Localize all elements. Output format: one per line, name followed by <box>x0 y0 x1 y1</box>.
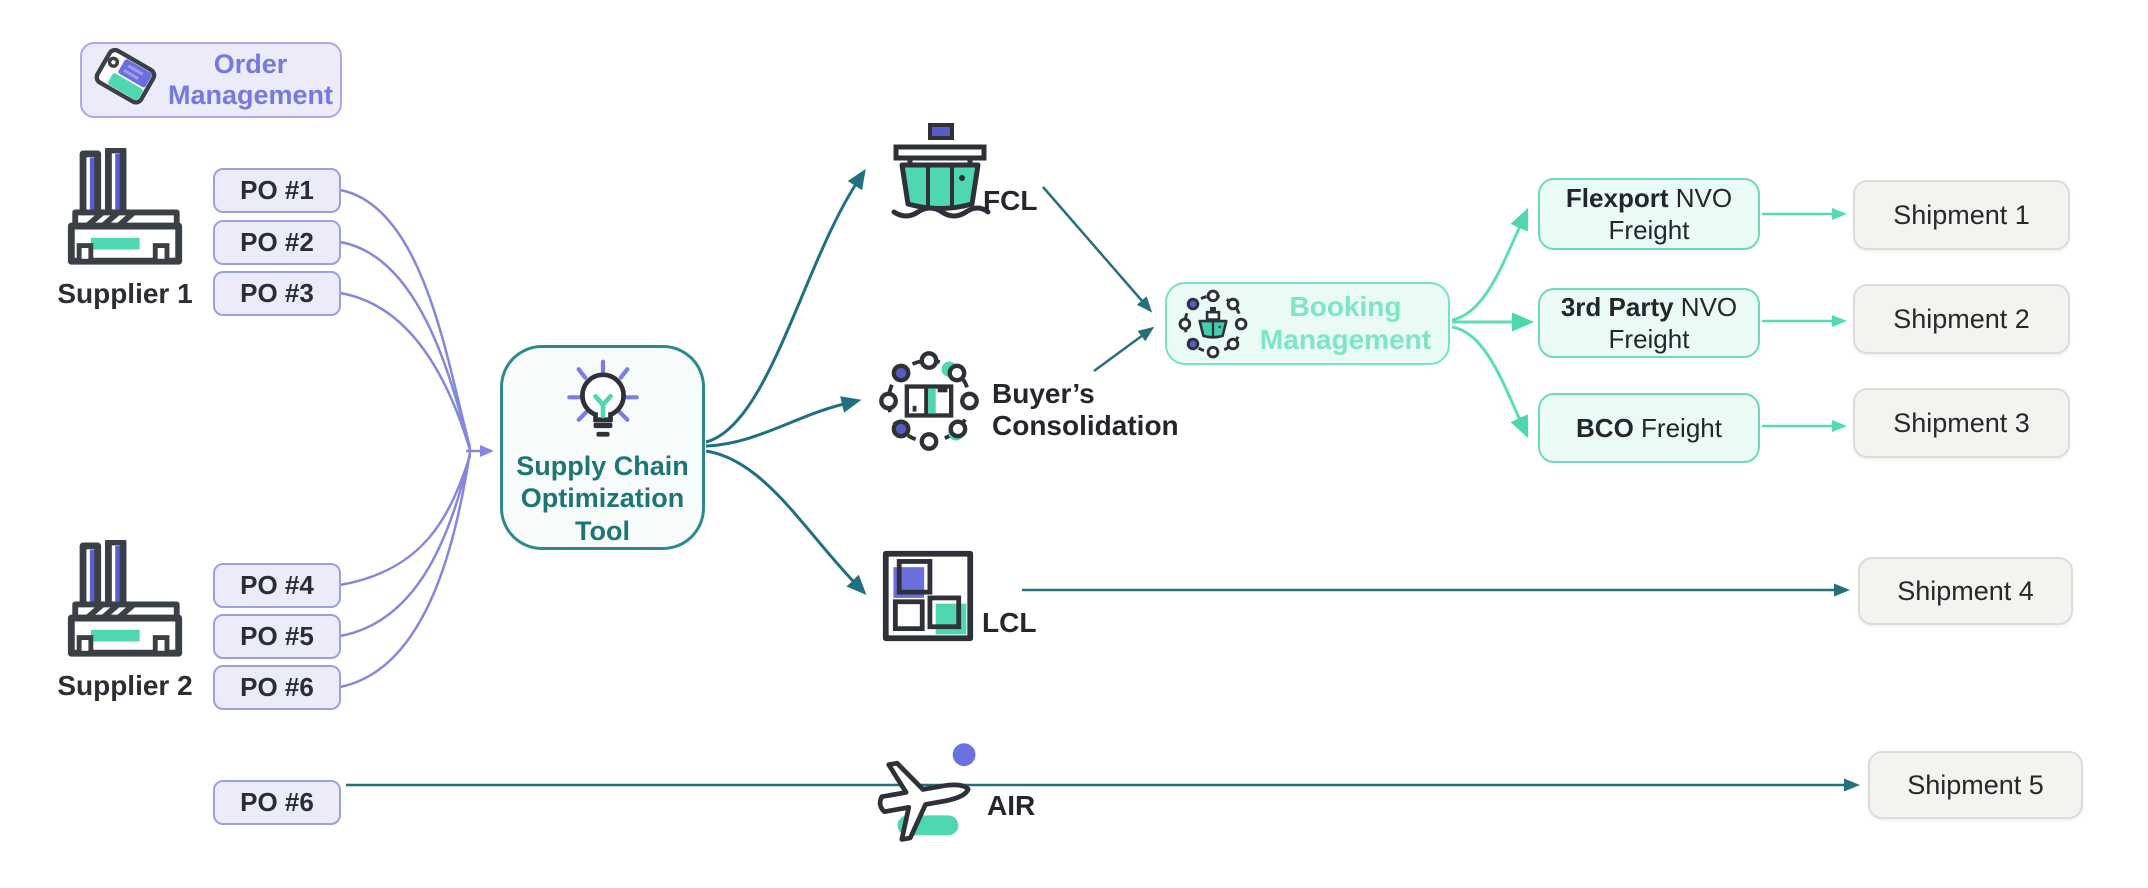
supplier-1-label: Supplier 1 <box>57 278 193 309</box>
factory-icon <box>67 540 183 657</box>
freight-2-bold: 3rd Party <box>1560 291 1674 322</box>
freight-1-line2: Freight <box>1608 215 1690 245</box>
shipment-4-node: Shipment 4 <box>1858 557 2073 625</box>
freight-to-shipment-connectors <box>1762 208 1847 432</box>
freight-1-rest: NVO <box>1668 182 1733 213</box>
tool-line3: Tool <box>575 515 630 546</box>
freight-3-bold: BCO <box>1576 412 1634 443</box>
booking-management-node: Booking Management <box>1165 282 1450 365</box>
tool-line1: Supply Chain <box>516 450 689 481</box>
tool-label: Supply Chain Optimization Tool <box>516 450 689 547</box>
booking-line1: Booking <box>1289 291 1402 323</box>
order-management-line2: Management <box>168 80 334 110</box>
fcl-label: FCL <box>983 185 1038 216</box>
tool-line2: Optimization <box>520 483 685 514</box>
order-management-badge: Order Management <box>80 42 342 118</box>
supplier-1-node: Supplier 1 <box>57 148 193 310</box>
booking-ship-icon <box>1178 289 1248 358</box>
airplane-icon <box>877 743 976 842</box>
supply-chain-optimization-tool-node: Supply Chain Optimization Tool <box>500 345 705 550</box>
supplier-2-label: Supplier 2 <box>57 670 193 701</box>
po-pill-6-air: PO #6 <box>213 780 341 825</box>
air-label: AIR <box>987 790 1036 821</box>
freight-3-line1: BCO Freight <box>1576 412 1722 445</box>
third-party-nvo-freight-node: 3rd Party NVO Freight <box>1538 288 1760 358</box>
mode-to-booking-connectors <box>1042 186 1155 373</box>
po-pill-3: PO #3 <box>213 271 341 316</box>
freight-2-line1: 3rd Party NVO <box>1561 291 1737 324</box>
buyers-consolidation-label: Buyer’s Consolidation <box>992 378 1179 442</box>
lcl-boxes-icon <box>882 550 974 642</box>
booking-to-freight-connectors <box>1451 207 1534 439</box>
buyers-line1: Buyer’s <box>992 378 1095 409</box>
shipment-5-node: Shipment 5 <box>1868 751 2083 819</box>
direct-shipment-connectors <box>346 583 1860 792</box>
flexport-nvo-freight-node: Flexport NVO Freight <box>1538 178 1760 250</box>
tag-icon <box>94 47 157 105</box>
freight-1-line1: Flexport NVO <box>1566 182 1732 215</box>
freight-3-rest: Freight <box>1633 412 1722 443</box>
shipment-2-node: Shipment 2 <box>1853 284 2070 354</box>
freight-2-line2: Freight <box>1608 324 1690 354</box>
order-management-label: Order Management <box>168 49 333 111</box>
tool-to-mode-connectors <box>705 168 867 595</box>
po-pill-1: PO #1 <box>213 168 341 213</box>
lcl-label: LCL <box>982 607 1037 638</box>
po-pill-4: PO #4 <box>213 563 341 608</box>
order-management-line1: Order <box>213 48 288 79</box>
bco-freight-node: BCO Freight <box>1538 393 1760 463</box>
lightbulb-icon <box>566 359 639 437</box>
shipment-1-node: Shipment 1 <box>1853 180 2070 250</box>
po-pill-5: PO #5 <box>213 614 341 659</box>
container-ship-icon <box>891 123 991 219</box>
po-pill-6: PO #6 <box>213 665 341 710</box>
booking-line2: Management <box>1259 323 1432 355</box>
supplier-2-node: Supplier 2 <box>57 540 193 702</box>
booking-management-label: Booking Management <box>1251 291 1440 355</box>
factory-icon <box>67 148 183 265</box>
shipment-3-node: Shipment 3 <box>1853 388 2070 458</box>
buyers-consolidation-icon <box>879 351 979 451</box>
buyers-line2: Consolidation <box>992 410 1179 442</box>
po-to-tool-connectors <box>339 188 494 689</box>
freight-2-rest: NVO <box>1673 291 1738 322</box>
freight-1-bold: Flexport <box>1565 182 1669 213</box>
po-pill-2: PO #2 <box>213 220 341 265</box>
